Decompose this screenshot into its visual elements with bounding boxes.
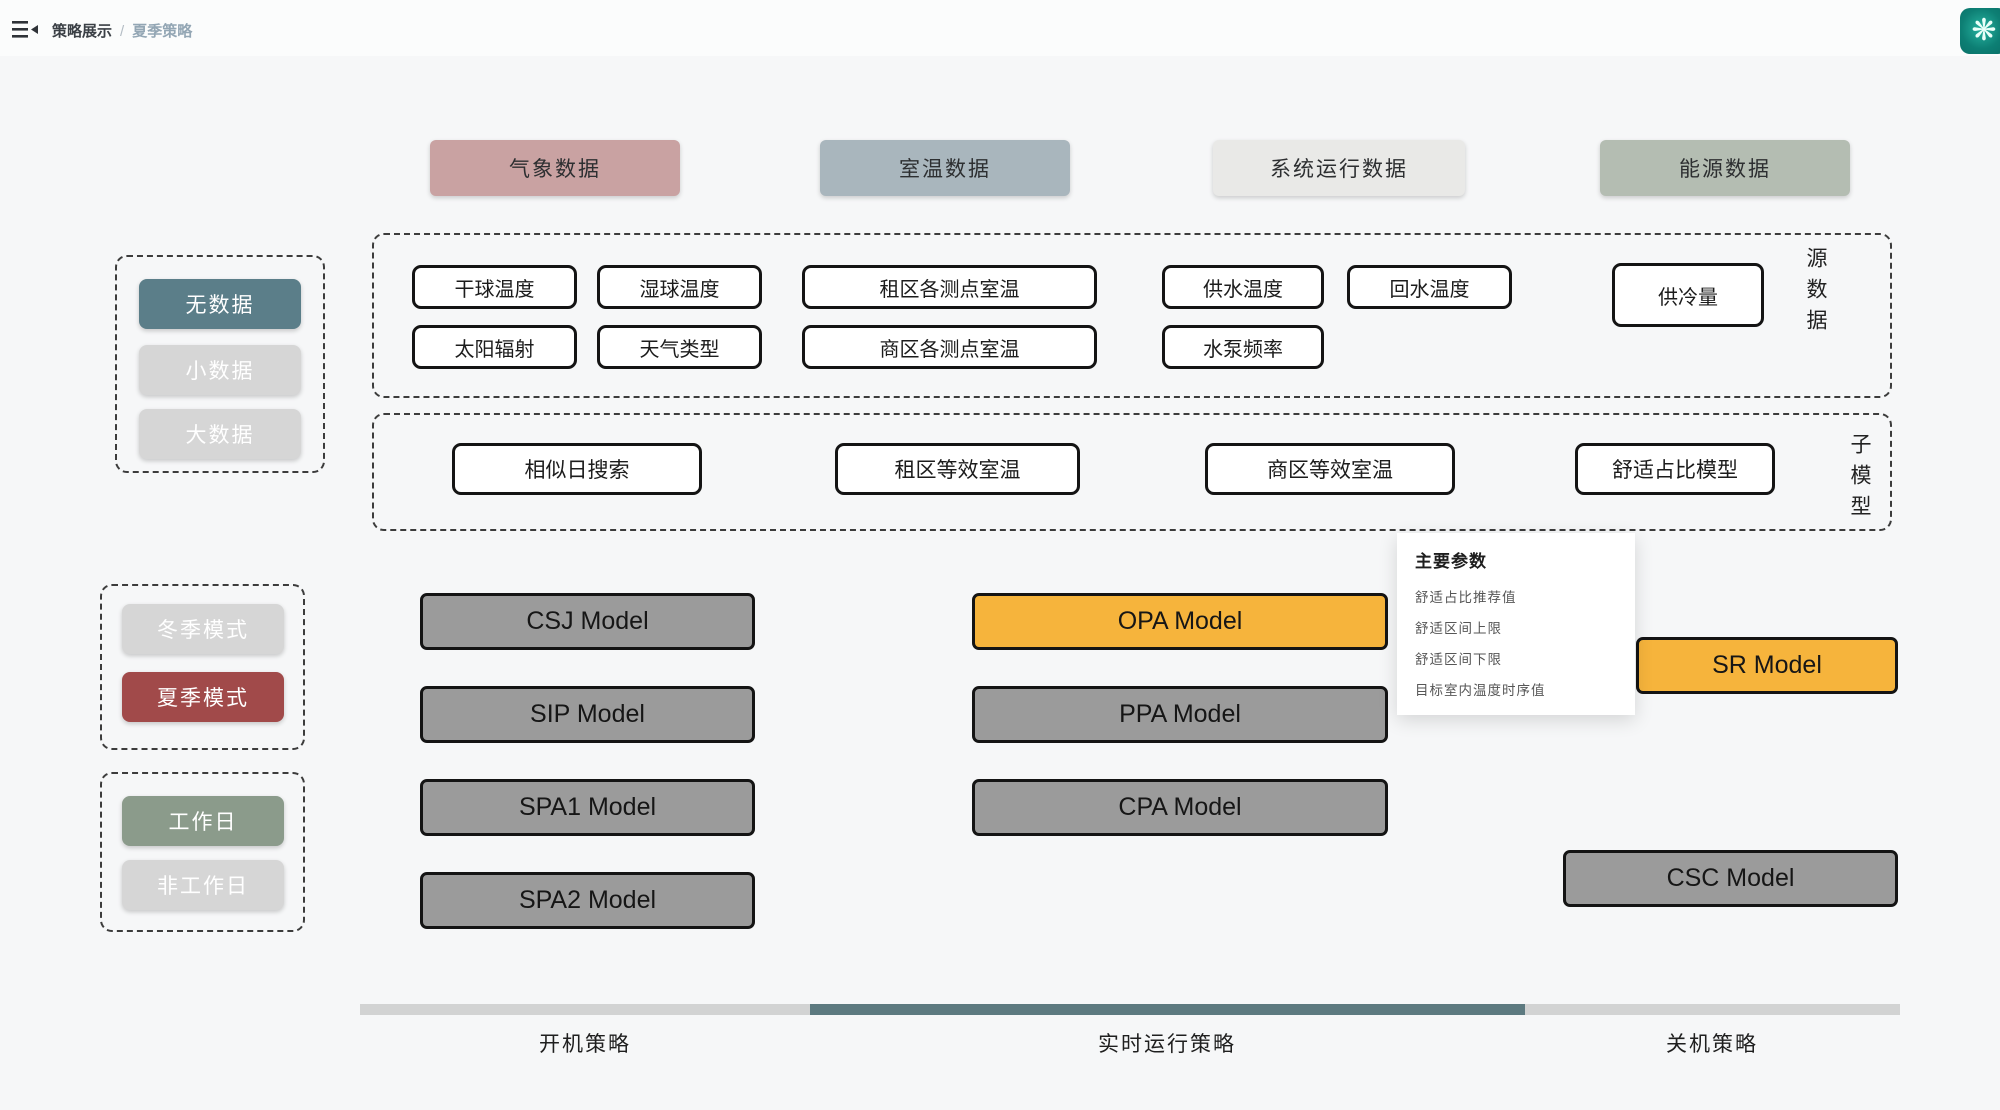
sub-model-group: 相似日搜索 租区等效室温 商区等效室温 舒适占比模型 子模型 bbox=[372, 413, 1892, 531]
data-scale-selector-group: 无数据 小数据 大数据 bbox=[115, 255, 325, 473]
scale-option-no-data[interactable]: 无数据 bbox=[139, 279, 301, 329]
category-weather-data[interactable]: 气象数据 bbox=[430, 140, 680, 196]
model-spa1[interactable]: SPA1 Model bbox=[420, 779, 755, 836]
breadcrumb-root[interactable]: 策略展示 bbox=[52, 23, 113, 40]
scale-option-big-data[interactable]: 大数据 bbox=[139, 409, 301, 459]
model-cpa[interactable]: CPA Model bbox=[972, 779, 1388, 836]
source-wet-bulb-temp[interactable]: 湿球温度 bbox=[597, 265, 762, 309]
category-energy-data[interactable]: 能源数据 bbox=[1600, 140, 1850, 196]
category-system-operation-data[interactable]: 系统运行数据 bbox=[1213, 140, 1465, 196]
phase-label-startup-strategy[interactable]: 开机策略 bbox=[539, 1033, 631, 1056]
source-data-group-label: 源数据 bbox=[1804, 247, 1827, 340]
popup-item-comfort-range-lower: 舒适区间下限 bbox=[1415, 652, 1502, 667]
source-weather-type[interactable]: 天气类型 bbox=[597, 325, 762, 369]
day-type-selector-group: 工作日 非工作日 bbox=[100, 772, 305, 932]
popup-item-comfort-ratio-recommend: 舒适占比推荐值 bbox=[1415, 590, 1517, 605]
app-logo-flower-icon: ❋ bbox=[1960, 8, 2000, 54]
model-opa[interactable]: OPA Model bbox=[972, 593, 1388, 650]
breadcrumb-separator: / bbox=[120, 23, 125, 40]
timeline-segment-realtime[interactable] bbox=[810, 1004, 1525, 1015]
submodel-mall-equivalent-temp[interactable]: 商区等效室温 bbox=[1205, 443, 1455, 495]
source-tenant-zone-room-temps[interactable]: 租区各测点室温 bbox=[802, 265, 1097, 309]
category-room-temp-data[interactable]: 室温数据 bbox=[820, 140, 1070, 196]
popup-title: 主要参数 bbox=[1415, 552, 1487, 571]
source-pump-frequency[interactable]: 水泵频率 bbox=[1162, 325, 1324, 369]
model-sip[interactable]: SIP Model bbox=[420, 686, 755, 743]
menu-fold-icon-svg bbox=[12, 21, 38, 38]
source-dry-bulb-temp[interactable]: 干球温度 bbox=[412, 265, 577, 309]
breadcrumb: 策略展示 / 夏季策略 bbox=[52, 20, 192, 41]
season-option-winter[interactable]: 冬季模式 bbox=[122, 604, 284, 654]
source-solar-radiation[interactable]: 太阳辐射 bbox=[412, 325, 577, 369]
model-csc[interactable]: CSC Model bbox=[1563, 850, 1898, 907]
submodel-comfort-ratio-model[interactable]: 舒适占比模型 bbox=[1575, 443, 1775, 495]
season-option-summer[interactable]: 夏季模式 bbox=[122, 672, 284, 722]
season-mode-selector-group: 冬季模式 夏季模式 bbox=[100, 584, 305, 750]
source-return-water-temp[interactable]: 回水温度 bbox=[1347, 265, 1512, 309]
phase-label-realtime-strategy[interactable]: 实时运行策略 bbox=[1098, 1033, 1236, 1056]
submodel-tenant-equivalent-temp[interactable]: 租区等效室温 bbox=[835, 443, 1080, 495]
source-data-group: 干球温度 湿球温度 租区各测点室温 供水温度 回水温度 供冷量 太阳辐射 天气类… bbox=[372, 233, 1892, 398]
source-supply-water-temp[interactable]: 供水温度 bbox=[1162, 265, 1324, 309]
breadcrumb-current[interactable]: 夏季策略 bbox=[132, 23, 193, 40]
phase-label-shutdown-strategy[interactable]: 关机策略 bbox=[1666, 1033, 1758, 1056]
scale-option-small-data[interactable]: 小数据 bbox=[139, 345, 301, 395]
timeline-segment-shutdown[interactable] bbox=[1525, 1004, 1900, 1015]
popup-item-comfort-range-upper: 舒适区间上限 bbox=[1415, 621, 1502, 636]
day-option-workday[interactable]: 工作日 bbox=[122, 796, 284, 846]
model-ppa[interactable]: PPA Model bbox=[972, 686, 1388, 743]
model-sr[interactable]: SR Model bbox=[1636, 637, 1898, 694]
day-option-non-workday[interactable]: 非工作日 bbox=[122, 860, 284, 910]
top-bar: 策略展示 / 夏季策略 ❋ bbox=[0, 0, 2000, 56]
main-parameters-popup: 主要参数 舒适占比推荐值 舒适区间上限 舒适区间下限 目标室内温度时序值 bbox=[1397, 533, 1635, 715]
model-csj[interactable]: CSJ Model bbox=[420, 593, 755, 650]
source-cooling-supply[interactable]: 供冷量 bbox=[1612, 263, 1764, 327]
submodel-similar-day-search[interactable]: 相似日搜索 bbox=[452, 443, 702, 495]
model-spa2[interactable]: SPA2 Model bbox=[420, 872, 755, 929]
timeline-segment-startup[interactable] bbox=[360, 1004, 810, 1015]
menu-fold-icon[interactable] bbox=[10, 18, 40, 42]
source-mall-zone-room-temps[interactable]: 商区各测点室温 bbox=[802, 325, 1097, 369]
popup-item-target-indoor-temp-series: 目标室内温度时序值 bbox=[1415, 683, 1546, 698]
sub-model-group-label: 子模型 bbox=[1848, 433, 1871, 526]
